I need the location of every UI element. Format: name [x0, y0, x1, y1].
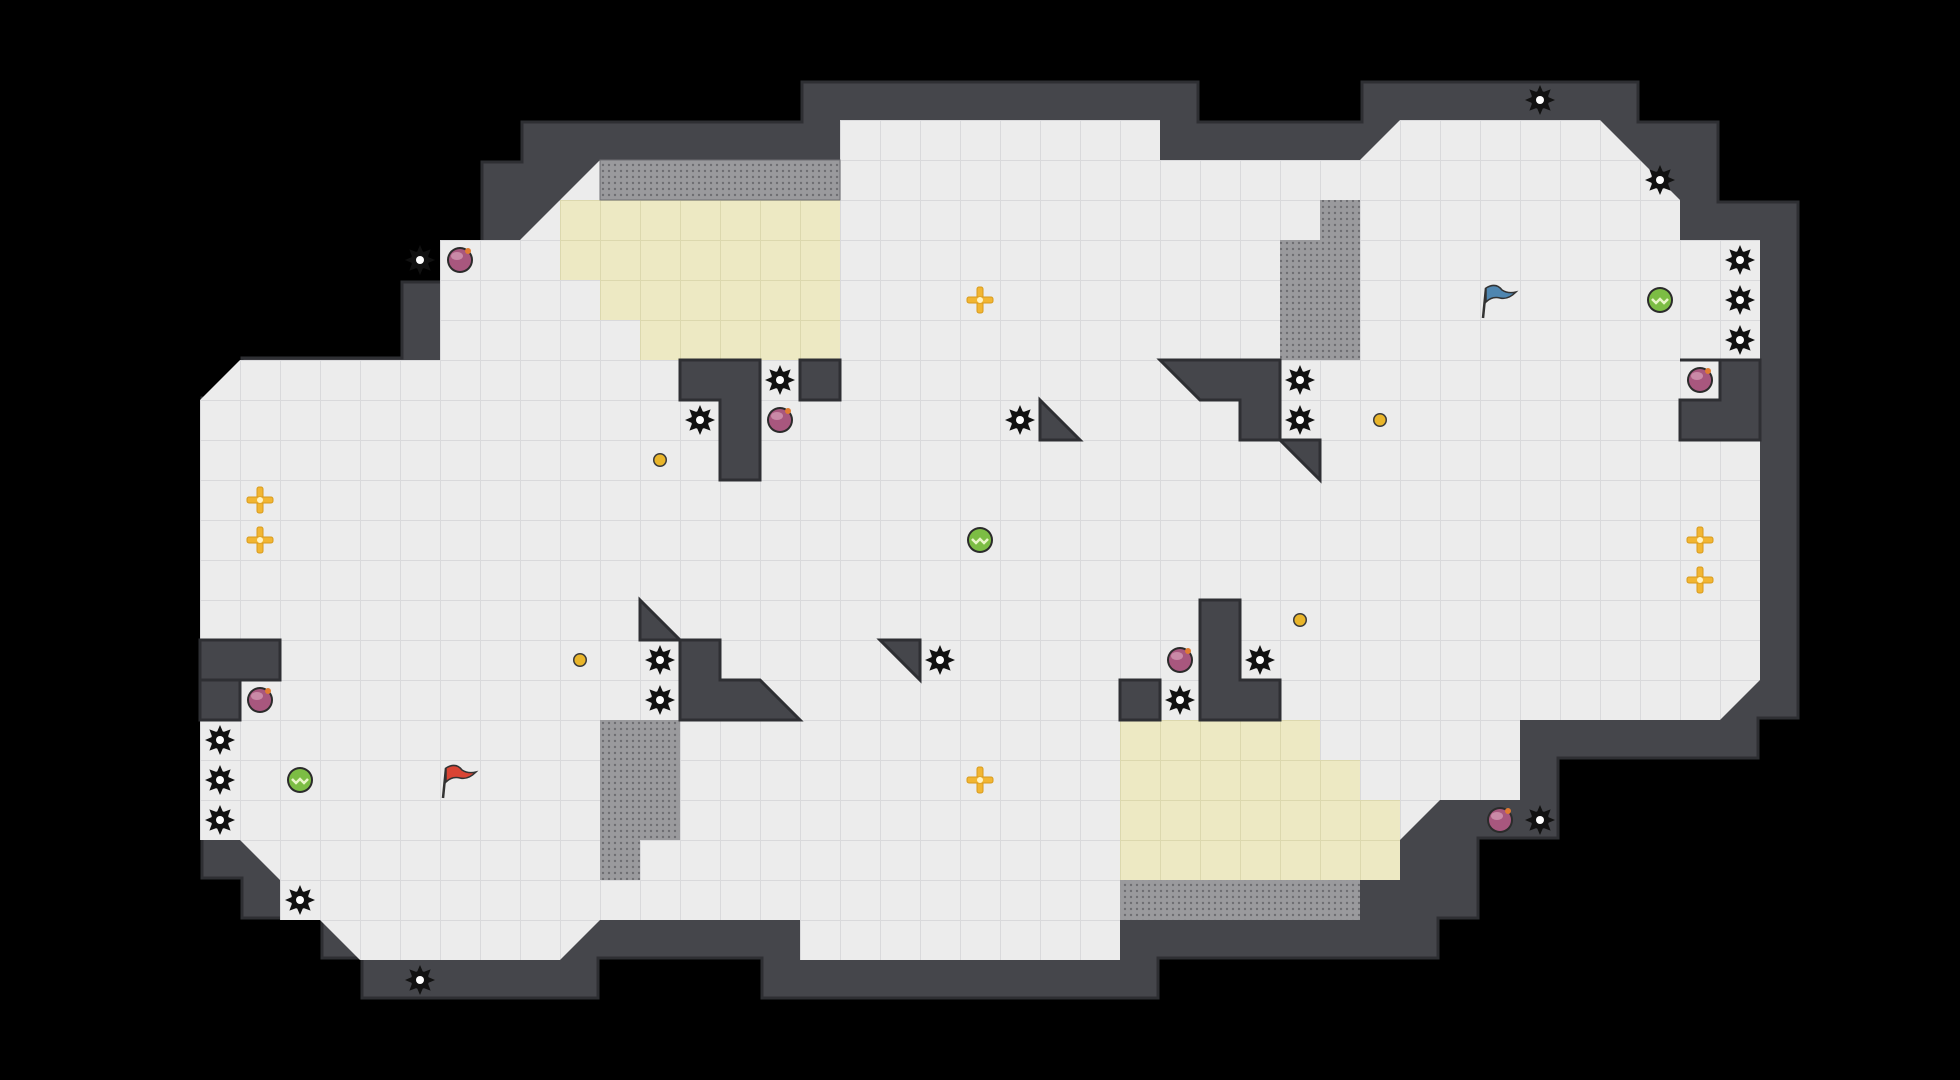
purple-orb-icon	[1487, 807, 1513, 833]
coin-icon	[653, 453, 667, 467]
spike-icon	[1245, 645, 1275, 675]
spike-icon	[1725, 285, 1755, 315]
spike-icon	[925, 645, 955, 675]
coin-icon	[1373, 413, 1387, 427]
spike-icon	[685, 405, 715, 435]
spike-icon	[645, 685, 675, 715]
spike-icon	[205, 805, 235, 835]
spike-icon	[205, 725, 235, 755]
spike-icon	[285, 885, 315, 915]
green-orb-icon	[1645, 285, 1675, 315]
interior-walls	[198, 358, 1762, 722]
purple-orb-icon	[447, 247, 473, 273]
red-flag-icon	[441, 764, 479, 799]
grate-bottom	[1120, 880, 1360, 920]
blue-flag-icon	[1481, 284, 1519, 319]
coin-icon	[573, 653, 587, 667]
spike-icon	[205, 765, 235, 795]
sand-zone-bottom	[1120, 720, 1400, 880]
spike-icon	[1525, 85, 1555, 115]
grate-right	[1280, 200, 1360, 360]
purple-orb-icon	[767, 407, 793, 433]
purple-orb-icon	[247, 687, 273, 713]
grate-top	[599, 159, 841, 201]
spike-icon	[1165, 685, 1195, 715]
green-orb-icon	[965, 525, 995, 555]
coin-icon	[1293, 613, 1307, 627]
grate-left	[600, 720, 680, 880]
sand-zone-top	[560, 200, 840, 360]
spike-icon	[1285, 405, 1315, 435]
spike-icon	[1285, 365, 1315, 395]
purple-orb-icon	[1687, 367, 1713, 393]
purple-orb-icon	[1167, 647, 1193, 673]
spike-icon	[405, 965, 435, 995]
spike-icon	[765, 365, 795, 395]
spike-icon	[645, 645, 675, 675]
spike-icon	[1005, 405, 1035, 435]
green-orb-icon	[285, 765, 315, 795]
spike-icon	[1725, 325, 1755, 355]
spike-icon	[405, 245, 435, 275]
spike-icon	[1645, 165, 1675, 195]
spike-icon	[1525, 805, 1555, 835]
spike-icon	[1725, 245, 1755, 275]
